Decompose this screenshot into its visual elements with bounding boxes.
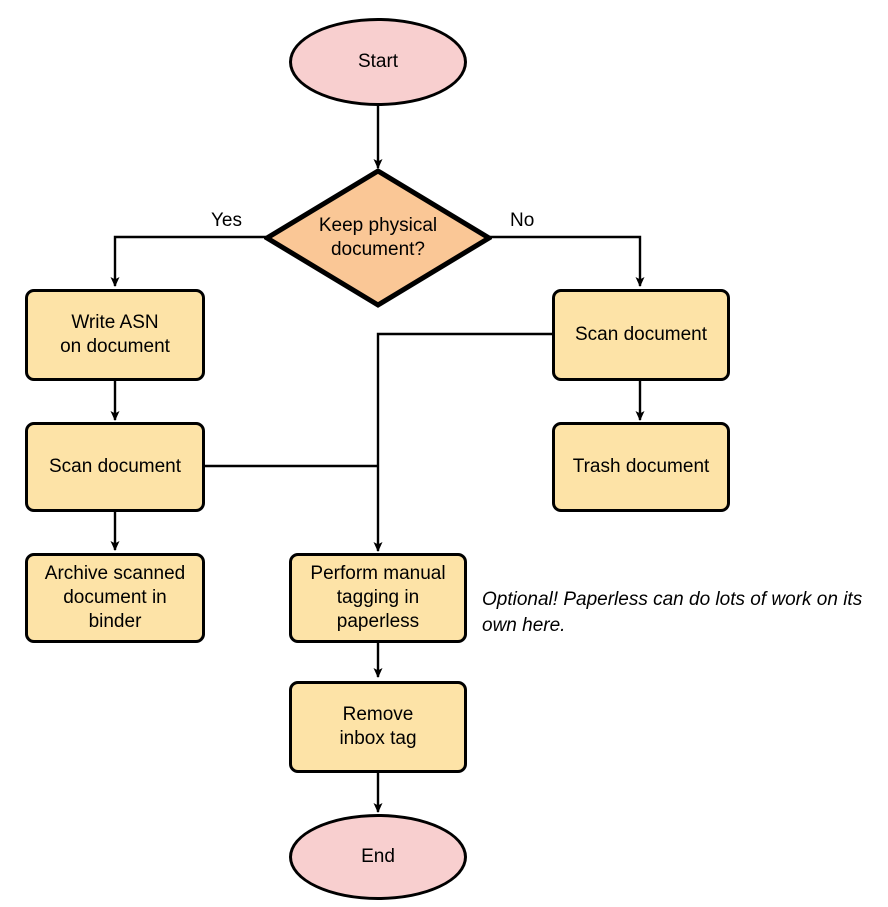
edge-decision-yes-to-write-asn <box>110 235 266 287</box>
node-end-label: End <box>361 845 395 867</box>
node-perform-manual-tagging-label: Perform manual tagging in paperless <box>310 562 446 633</box>
node-perform-manual-tagging[interactable]: Perform manual tagging in paperless <box>289 553 467 643</box>
edge-decision-no-to-scan-right <box>490 235 645 287</box>
node-end[interactable]: End <box>289 814 467 900</box>
node-archive-scanned-document[interactable]: Archive scanned document in binder <box>25 553 205 643</box>
node-start-label: Start <box>357 50 399 72</box>
node-scan-document-right[interactable]: Scan document <box>552 289 730 381</box>
node-trash-document[interactable]: Trash document <box>552 422 730 512</box>
node-keep-physical-document[interactable]: Keep physical document? <box>264 168 492 308</box>
edge-label-yes: Yes <box>209 210 244 232</box>
node-start[interactable]: Start <box>289 18 467 106</box>
edge-label-no-text: No <box>510 210 535 231</box>
node-write-asn-on-document[interactable]: Write ASN on document <box>25 289 205 381</box>
node-write-asn-on-document-label: Write ASN on document <box>60 311 170 357</box>
edge-scan-right-to-tagging <box>373 332 552 552</box>
node-trash-document-label: Trash document <box>572 455 710 477</box>
diamond-shape <box>264 168 492 308</box>
node-scan-document-right-label: Scan document <box>574 323 708 345</box>
node-scan-document-left-label: Scan document <box>48 455 182 477</box>
node-remove-inbox-tag-label: Remove inbox tag <box>339 703 417 749</box>
edge-label-no: No <box>508 210 537 232</box>
node-scan-document-left[interactable]: Scan document <box>25 422 205 512</box>
edge-label-yes-text: Yes <box>211 210 242 231</box>
node-remove-inbox-tag[interactable]: Remove inbox tag <box>289 681 467 773</box>
annotation-optional-note-text: Optional! Paperless can do lots of work … <box>482 589 863 636</box>
annotation-optional-note: Optional! Paperless can do lots of work … <box>482 587 882 638</box>
node-archive-scanned-document-label: Archive scanned document in binder <box>44 562 186 633</box>
